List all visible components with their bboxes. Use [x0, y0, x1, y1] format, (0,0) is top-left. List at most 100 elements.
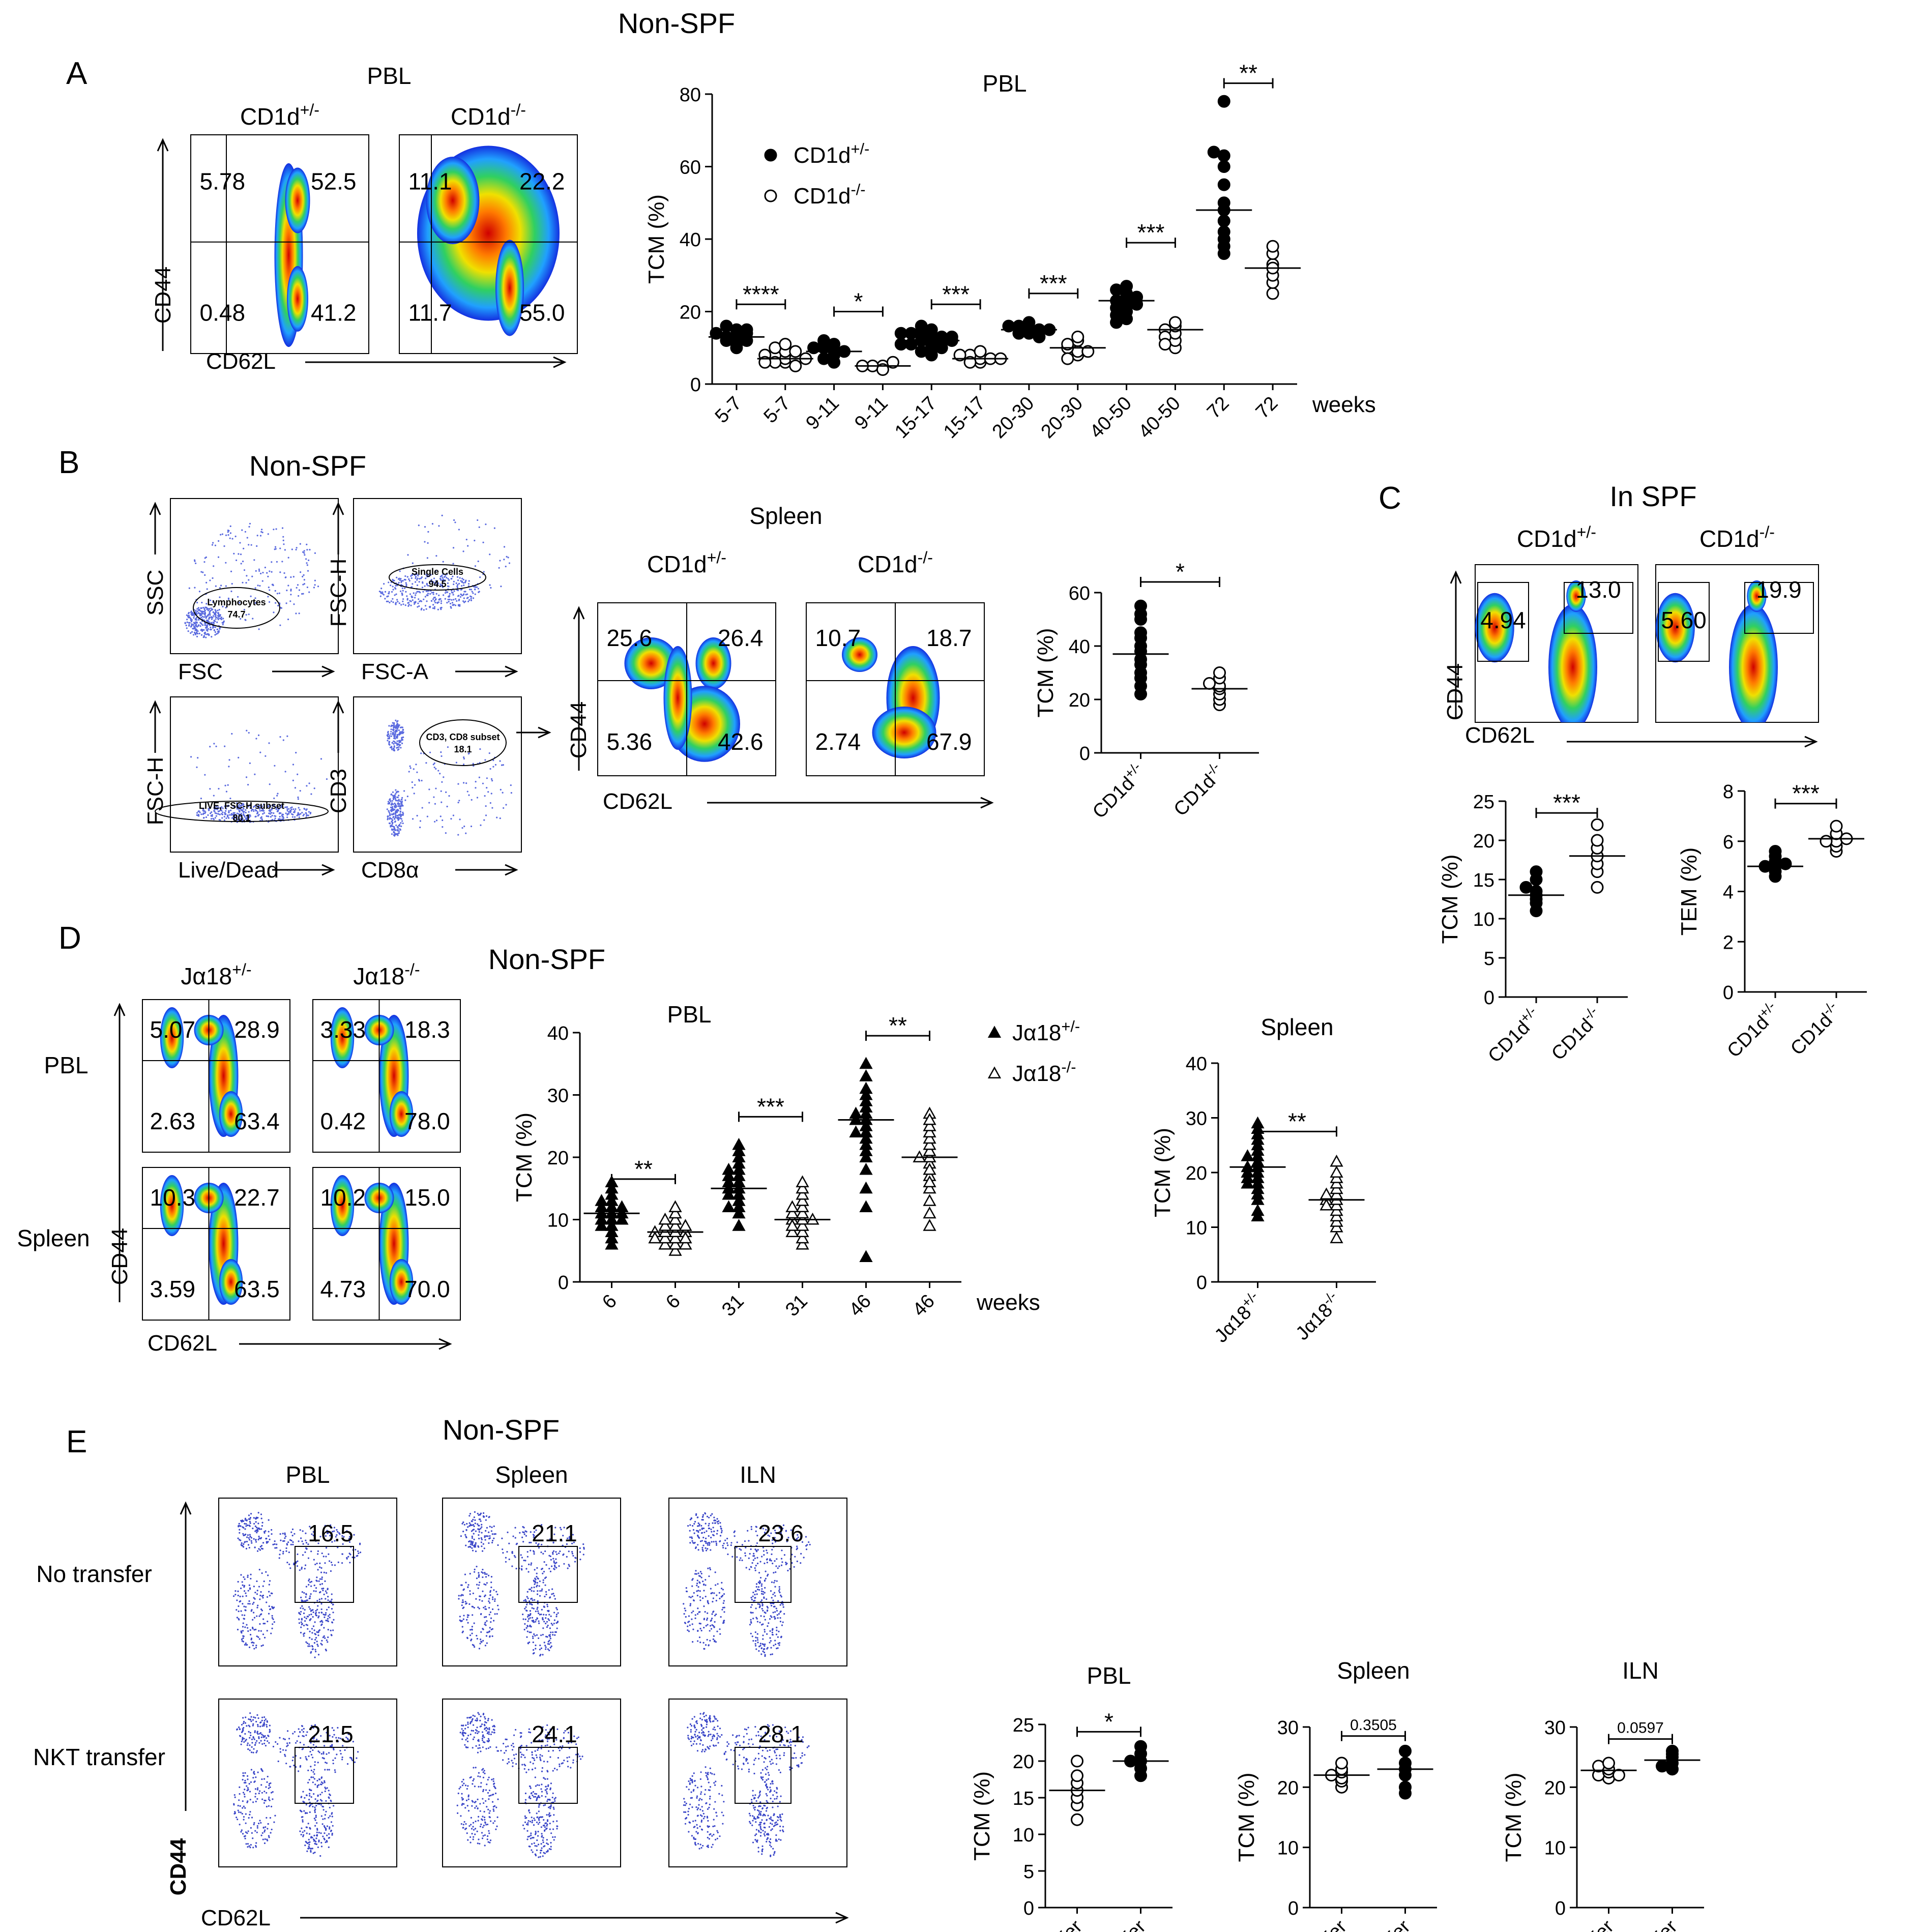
event-dot: [399, 579, 401, 581]
event-dot: [202, 571, 204, 573]
event-dot: [253, 1629, 255, 1631]
event-dot: [269, 1799, 271, 1801]
event-dot: [426, 557, 429, 559]
event-dot: [240, 1743, 242, 1745]
event-dot: [473, 1836, 475, 1838]
data-point: [859, 1250, 873, 1263]
event-dot: [225, 534, 227, 536]
event-dot: [406, 595, 408, 597]
event-dot: [465, 1724, 467, 1726]
event-dot: [391, 813, 393, 815]
event-dot: [414, 603, 416, 605]
A-flow-cd1d-ko-quadrant-1: 22.2: [519, 168, 565, 195]
event-dot: [392, 601, 394, 603]
event-dot: [271, 1617, 273, 1619]
event-dot: [543, 1570, 545, 1573]
event-dot: [410, 575, 412, 577]
event-dot: [393, 831, 395, 833]
tcm-gate-box: [1564, 582, 1633, 634]
event-dot: [281, 816, 283, 818]
event-dot: [227, 814, 229, 816]
event-dot: [387, 600, 389, 602]
event-dot: [273, 804, 275, 806]
event-dot: [332, 1736, 334, 1738]
event-dot: [203, 608, 206, 610]
event-dot: [448, 579, 450, 581]
data-point: [1330, 1154, 1343, 1167]
event-dot: [541, 1767, 544, 1769]
event-dot: [286, 808, 288, 810]
event-dot: [394, 802, 396, 804]
event-dot: [197, 630, 199, 632]
event-dot: [543, 1852, 545, 1854]
chart-title: Spleen: [1260, 1014, 1333, 1040]
event-dot: [435, 819, 438, 822]
data-point: [796, 1231, 809, 1244]
event-dot: [317, 1617, 319, 1619]
event-dot: [331, 1527, 333, 1529]
event-dot: [325, 1620, 327, 1622]
event-dot: [397, 829, 399, 831]
event-dot: [490, 1576, 493, 1578]
event-dot: [478, 1731, 480, 1733]
event-dot: [395, 789, 397, 791]
event-dot: [462, 578, 464, 581]
event-dot: [314, 1638, 316, 1641]
event-dot: [228, 759, 230, 761]
flow-genotype-header: CD1d-/-: [1699, 523, 1775, 552]
event-dot: [215, 616, 218, 619]
event-dot: [258, 1586, 260, 1588]
event-dot: [464, 1573, 466, 1575]
event-dot: [538, 1612, 540, 1614]
event-dot: [526, 1596, 528, 1598]
event-dot: [415, 594, 417, 596]
event-dot: [496, 1613, 498, 1615]
event-dot: [244, 1644, 246, 1646]
data-point: [615, 1212, 629, 1225]
event-dot: [514, 1527, 516, 1529]
event-dot: [237, 1804, 239, 1807]
event-dot: [442, 573, 444, 575]
event-dot: [479, 1776, 481, 1778]
event-dot: [500, 788, 502, 791]
event-dot: [436, 602, 438, 604]
event-dot: [494, 1598, 496, 1600]
data-point: [1591, 834, 1604, 847]
event-dot: [239, 1786, 241, 1788]
event-dot: [527, 1620, 529, 1622]
event-dot: [205, 816, 208, 818]
event-dot: [444, 592, 447, 594]
event-dot: [315, 1587, 317, 1589]
event-dot: [318, 1591, 321, 1594]
event-dot: [530, 1626, 532, 1628]
event-dot: [295, 808, 297, 810]
event-dot: [267, 1574, 269, 1576]
density-blob: [219, 1091, 243, 1137]
event-dot: [315, 1804, 317, 1807]
event-dot: [267, 1828, 269, 1830]
event-dot: [247, 1627, 249, 1629]
data-point: [730, 341, 743, 355]
event-dot: [477, 1798, 479, 1800]
event-dot: [337, 1546, 339, 1548]
event-dot: [524, 1792, 527, 1795]
event-dot: [394, 732, 396, 734]
significance-bracket: **: [1257, 1108, 1337, 1137]
event-dot: [545, 1789, 547, 1791]
event-dot: [213, 626, 215, 628]
event-dot: [265, 1800, 267, 1802]
event-dot: [263, 1716, 266, 1718]
event-dot: [213, 795, 215, 797]
event-dot: [529, 1624, 531, 1626]
event-dot: [244, 1740, 247, 1742]
event-dot: [262, 1633, 265, 1635]
event-dot: [553, 1568, 555, 1570]
event-dot: [545, 1635, 547, 1637]
event-dot: [241, 529, 243, 531]
event-dot: [314, 1761, 316, 1763]
event-dot: [395, 805, 398, 807]
event-dot: [470, 1546, 472, 1548]
event-dot: [265, 1786, 267, 1788]
event-dot: [300, 1607, 302, 1609]
event-dot: [536, 1797, 538, 1799]
